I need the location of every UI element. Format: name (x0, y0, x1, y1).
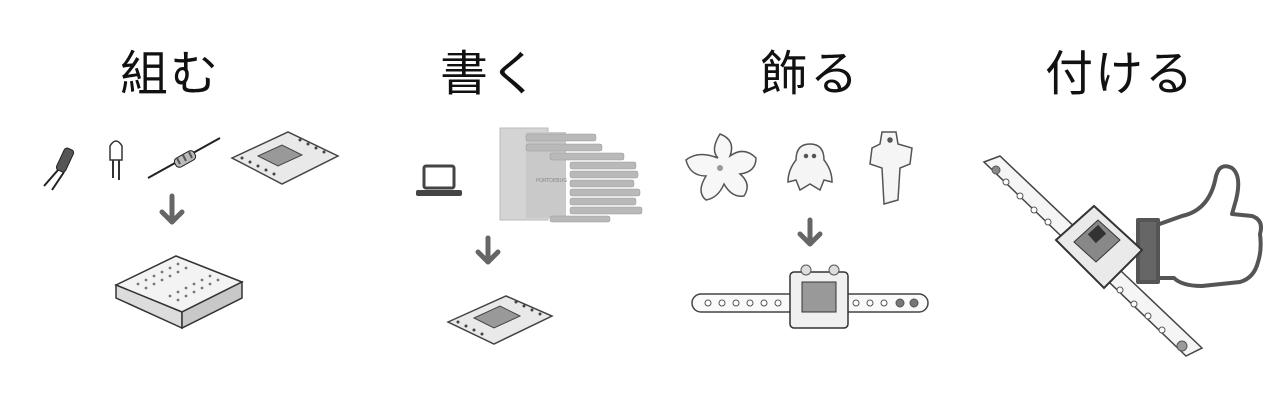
flower-decoration-icon (685, 133, 757, 201)
decorated-wristband-icon (691, 264, 929, 329)
decorate-icon (685, 131, 929, 329)
step-title-code: 書く (439, 46, 540, 102)
step-title-assemble: 組む (119, 46, 220, 102)
breadboard-icon (114, 255, 244, 330)
step-assemble: 組む (20, 0, 340, 400)
assemble-parts-icon (43, 131, 340, 330)
step-title-wear: 付ける (1044, 46, 1195, 102)
step-decorate: 飾る (660, 0, 960, 400)
wear-wristband-icon (982, 155, 1263, 357)
step-wear: 付ける (970, 0, 1270, 400)
led-icon (109, 140, 123, 180)
arrow-down-icon (475, 235, 501, 265)
wristband-icon (982, 155, 1204, 357)
thumbs-up-hand-icon (1136, 164, 1263, 288)
resistor-icon (147, 137, 221, 179)
code-blocks-icon: PORTDEBUG (416, 127, 643, 345)
code-block-panel: PORTDEBUG (499, 127, 643, 223)
code-panel-label: PORTDEBUG (536, 178, 567, 184)
microcontroller-board-icon (446, 295, 554, 345)
microcontroller-board-icon (230, 131, 340, 185)
figure-decoration-icon (869, 131, 913, 205)
arrow-down-icon (159, 193, 185, 225)
arrow-down-icon (797, 217, 823, 247)
figure-decoration-icon (787, 143, 833, 192)
step-code: 書く PORTDEBUG (330, 0, 650, 400)
step-title-decorate: 飾る (759, 46, 860, 102)
laptop-icon (416, 164, 462, 196)
capacitor-icon (43, 147, 75, 191)
